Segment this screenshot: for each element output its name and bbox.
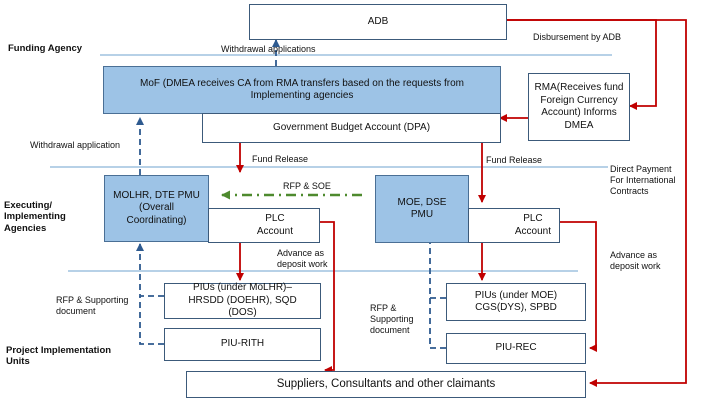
rfp-support-right-label: RFP & Supporting document <box>370 303 414 335</box>
rfp-support-left-arrow <box>136 243 164 297</box>
plc-account-right-box: PLC Account <box>468 208 560 243</box>
fund-release-right-label: Fund Release <box>486 155 543 165</box>
advance-left-label: Advance as deposit work <box>277 248 328 269</box>
advance-right-label: Advance as deposit work <box>610 250 661 271</box>
piu-rec-box: PIU-REC <box>446 333 586 364</box>
advance-left-arrow <box>320 221 335 374</box>
level-executing-label: Executing/ Implementing Agencies <box>4 200 66 234</box>
piu-rith-box: PIU-RITH <box>164 328 321 361</box>
rith-to-left-arrow <box>139 296 164 345</box>
plc-account-left-box: PLC Account <box>208 208 320 243</box>
advance-right-arrow <box>560 221 597 352</box>
withdrawal-applications-label: Withdrawal applications <box>221 44 316 54</box>
direct-payment-arrow <box>506 19 687 387</box>
withdrawal-application-label: Withdrawal application <box>30 140 121 150</box>
molhr-pmu-box: MOLHR, DTE PMU (Overall Coordinating) <box>104 175 209 242</box>
moe-pmu-box: MOE, DSE PMU <box>375 175 469 243</box>
plc-account-left-label: PLC Account <box>256 213 293 237</box>
suppliers-box: Suppliers, Consultants and other claiman… <box>186 371 586 398</box>
adb-box: ADB <box>249 4 507 40</box>
rec-to-right-arrow <box>429 298 446 349</box>
plc-account-right-label: PLC Account <box>514 213 551 237</box>
disbursement-label: Disbursement by ADB <box>533 32 622 42</box>
rfp-support-left-label: RFP & Supporting document <box>56 295 129 316</box>
direct-payment-label: Direct Payment For International Contrac… <box>610 164 676 196</box>
government-budget-account-box: Government Budget Account (DPA) <box>202 113 501 143</box>
fund-release-left-label: Fund Release <box>252 154 309 164</box>
level-funding-label: Funding Agency <box>8 43 83 54</box>
pius-moe-box: PIUs (under MOE) CGS(DYS), SPBD <box>446 283 586 321</box>
rma-box: RMA(Receives fund Foreign Currency Accou… <box>528 73 630 141</box>
level-project-label: Project Implementation Units <box>6 345 112 368</box>
rfp-soe-label: RFP & SOE <box>283 181 331 191</box>
mof-box: MoF (DMEA receives CA from RMA transfers… <box>103 66 501 114</box>
pius-molhr-box: PIUs (under MoLHR)– HRSDD (DOEHR), SQD (… <box>164 282 321 319</box>
